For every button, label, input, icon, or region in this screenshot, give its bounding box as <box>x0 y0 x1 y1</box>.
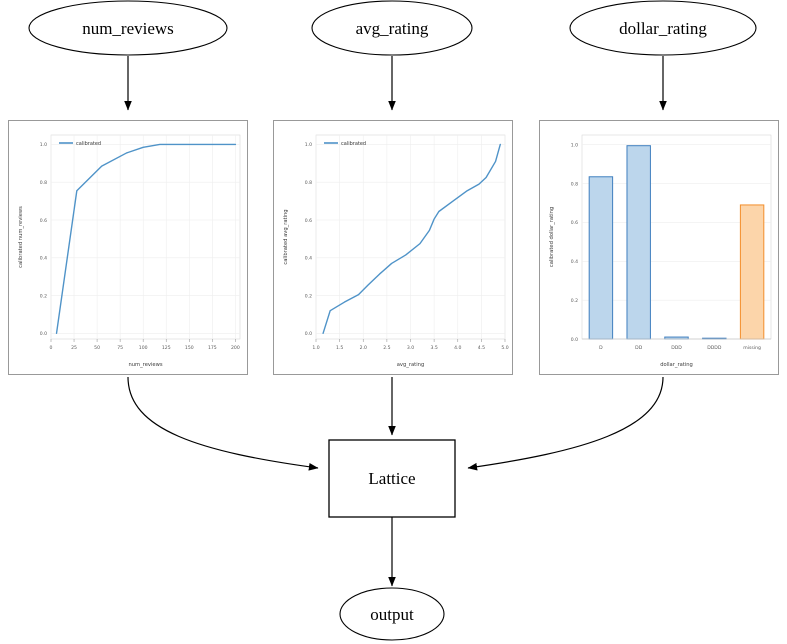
y-tick-label: 0.2 <box>305 293 312 299</box>
y-tick-label: 0.2 <box>40 293 47 299</box>
node-num-reviews[interactable]: num_reviews <box>28 0 228 56</box>
plot-area <box>581 134 772 340</box>
x-tick-label: DDDD <box>707 345 722 351</box>
y-tick-label: 0.6 <box>40 218 47 224</box>
x-tick-label: 2.5 <box>383 345 390 351</box>
x-tick-label: 0 <box>50 345 53 351</box>
y-tick-label: 0.8 <box>571 181 578 187</box>
x-tick-label: 3.0 <box>407 345 414 351</box>
x-tick-label: 5.0 <box>501 345 508 351</box>
x-tick-label: 175 <box>208 345 217 351</box>
y-tick-label: 0.8 <box>40 180 47 186</box>
calibration-curve <box>55 143 237 335</box>
x-tick-label: 100 <box>139 345 148 351</box>
node-ellipse <box>339 587 445 641</box>
node-label-avg-rating: avg_rating <box>356 19 429 38</box>
chart-num-reviews: 0.0 0.2 0.4 0.6 0.8 1.0 calibrated num_reviews… <box>9 121 247 374</box>
node-label-output: output <box>370 605 414 624</box>
y-axis-label: calibrated dollar_rating <box>549 207 555 267</box>
x-tick-label: 75 <box>117 345 123 351</box>
calibration-curve <box>322 143 501 335</box>
node-ellipse <box>569 0 757 56</box>
x-tick-label: 200 <box>231 345 240 351</box>
node-output[interactable]: output <box>339 587 445 641</box>
legend-label: calibrated <box>76 141 101 147</box>
node-label-num-reviews: num_reviews <box>82 19 174 38</box>
y-tick-label: 0.4 <box>571 259 578 265</box>
node-label-dollar-rating: dollar_rating <box>619 19 707 38</box>
x-tick-label: D <box>599 345 603 351</box>
node-dollar-rating[interactable]: dollar_rating <box>569 0 757 56</box>
y-tick-label: 0.4 <box>40 256 47 262</box>
chart-dollar-rating: 0.0 0.2 0.4 0.6 0.8 1.0 calibrated dollar_rati… <box>540 121 778 374</box>
node-rect <box>328 439 456 518</box>
x-tick-label: 4.5 <box>478 345 485 351</box>
x-tick-label: 3.5 <box>430 345 437 351</box>
edge-panel-dollar-rating-to-lattice <box>467 376 664 471</box>
x-tick-label: 1.0 <box>312 345 319 351</box>
x-tick-label: missing <box>743 345 761 351</box>
calibration-panel-dollar-rating: 0.0 0.2 0.4 0.6 0.8 1.0 calibrated dollar_rati… <box>539 120 779 375</box>
x-axis-label: avg_rating <box>397 362 425 368</box>
x-tick-label: DDD <box>671 345 682 351</box>
node-avg-rating[interactable]: avg_rating <box>311 0 473 56</box>
node-ellipse <box>311 0 473 56</box>
x-tick-label: 4.0 <box>454 345 461 351</box>
y-tick-label: 1.0 <box>40 142 47 148</box>
y-tick-label: 1.0 <box>305 142 312 148</box>
node-ellipse <box>28 0 228 56</box>
chart-avg-rating: 0.0 0.2 0.4 0.6 0.8 1.0 calibrated avg_rating 1… <box>274 121 512 374</box>
y-tick-label: 0.6 <box>305 218 312 224</box>
y-axis-label: calibrated num_reviews <box>18 206 24 268</box>
x-tick-label: 2.0 <box>360 345 367 351</box>
y-tick-label: 0.0 <box>40 331 47 337</box>
node-label-lattice: Lattice <box>368 469 415 488</box>
x-tick-label: 150 <box>185 345 194 351</box>
plot-area <box>50 134 241 340</box>
y-tick-label: 0.6 <box>571 220 578 226</box>
x-tick-label: 25 <box>71 345 77 351</box>
x-axis-label: dollar_rating <box>660 362 693 368</box>
calibration-panel-num-reviews: 0.0 0.2 0.4 0.6 0.8 1.0 calibrated num_reviews… <box>8 120 248 375</box>
node-lattice[interactable]: Lattice <box>328 439 456 518</box>
y-tick-label: 0.4 <box>305 256 312 262</box>
y-tick-label: 1.0 <box>571 143 578 149</box>
y-tick-label: 0.0 <box>305 331 312 337</box>
x-tick-label: 50 <box>94 345 100 351</box>
x-tick-label: 125 <box>162 345 171 351</box>
y-tick-label: 0.2 <box>571 298 578 304</box>
y-tick-label: 0.8 <box>305 180 312 186</box>
calibration-panel-avg-rating: 0.0 0.2 0.4 0.6 0.8 1.0 calibrated avg_rating 1… <box>273 120 513 375</box>
legend-label: calibrated <box>341 141 366 147</box>
edge-panel-num-reviews-to-lattice <box>127 376 319 471</box>
x-tick-label: 1.5 <box>336 345 343 351</box>
y-axis-label: calibrated avg_rating <box>283 209 289 264</box>
x-axis-label: num_reviews <box>128 362 162 368</box>
y-tick-label: 0.0 <box>571 337 578 343</box>
x-tick-label: DD <box>635 345 643 351</box>
